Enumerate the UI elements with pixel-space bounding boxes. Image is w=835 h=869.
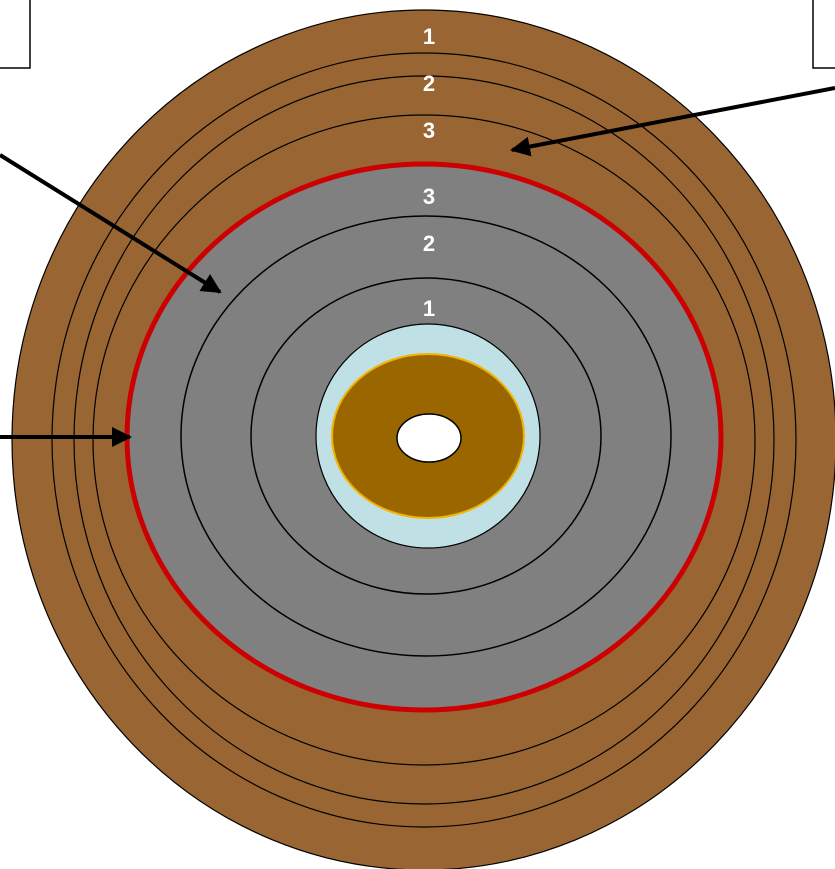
outer-label-3: 3 [423,118,435,143]
outer-label-1: 1 [423,24,435,49]
inner-label-1: 1 [423,296,435,321]
inner-label-2: 2 [423,231,435,256]
inner-ring-line-1 [180,215,672,657]
center-hole [396,413,462,463]
outer-ring-line-1 [51,52,797,828]
outer-ring-line-3 [92,114,756,766]
inner-ring-line-2 [250,277,602,595]
outer-ring-line-2 [73,75,775,805]
arrow-to-outer-band [510,86,835,157]
inner-label-3: 3 [423,184,435,209]
arrow-to-inner-band [0,153,222,294]
top-right-box-edge [812,0,835,69]
top-left-box-edge [0,0,31,69]
outer-label-2: 2 [423,71,435,96]
